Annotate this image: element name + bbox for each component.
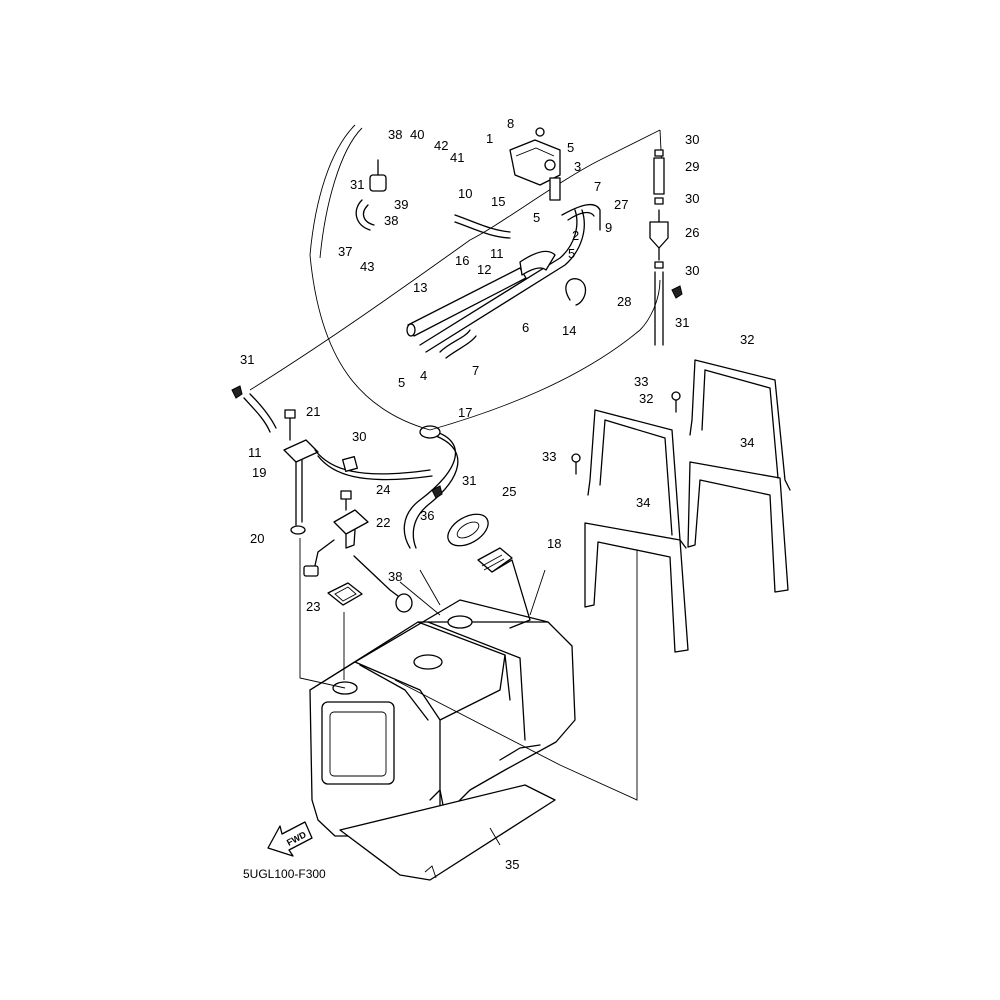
callout-7: 7 xyxy=(472,363,479,378)
tank-band-32-front xyxy=(587,409,687,549)
callout-6: 6 xyxy=(522,320,529,335)
callout-28: 28 xyxy=(617,294,631,309)
clip-31-mid xyxy=(431,485,443,499)
hose-10 xyxy=(454,214,511,239)
tank-band-34-rear xyxy=(687,461,789,593)
callout-38: 38 xyxy=(384,213,398,228)
tank-mat xyxy=(339,784,556,881)
callout-30: 30 xyxy=(685,263,699,278)
valve-39 xyxy=(369,159,387,192)
pipe-13 xyxy=(406,267,527,337)
callout-24: 24 xyxy=(376,482,390,497)
callout-30: 30 xyxy=(685,132,699,147)
clamp-14 xyxy=(565,278,587,306)
callout-22: 22 xyxy=(376,515,390,530)
callout-4: 4 xyxy=(420,368,427,383)
callout-21: 21 xyxy=(306,404,320,419)
gasket-23 xyxy=(327,582,363,606)
tube-29 xyxy=(653,149,665,269)
callout-33: 33 xyxy=(542,449,556,464)
callout-32: 32 xyxy=(740,332,754,347)
callout-14: 14 xyxy=(562,323,576,338)
callout-11: 11 xyxy=(490,246,504,261)
hose-36 xyxy=(403,429,459,549)
hose-lower-4 xyxy=(439,329,477,359)
hose-30-left xyxy=(314,449,433,481)
hose-right xyxy=(561,203,601,231)
hose-37 xyxy=(355,199,375,231)
callout-12: 12 xyxy=(477,262,491,277)
callout-17: 17 xyxy=(458,405,472,420)
bolt-33-lower xyxy=(571,453,581,475)
callout-13: 13 xyxy=(413,280,427,295)
callout-10: 10 xyxy=(458,186,472,201)
fuel-tank xyxy=(309,547,576,837)
callout-29: 29 xyxy=(685,159,699,174)
callout-25: 25 xyxy=(502,484,516,499)
callout-40: 40 xyxy=(410,127,424,142)
callout-33: 33 xyxy=(634,374,648,389)
bolt-33-upper xyxy=(671,391,681,413)
callout-37: 37 xyxy=(338,244,352,259)
hose-28 xyxy=(654,271,664,346)
callout-31: 31 xyxy=(675,315,689,330)
callout-41: 41 xyxy=(450,150,464,165)
callout-11: 11 xyxy=(248,445,262,460)
callout-23: 23 xyxy=(306,599,320,614)
callout-31: 31 xyxy=(462,473,476,488)
callout-35: 35 xyxy=(505,857,519,872)
clip-31-right xyxy=(671,285,683,299)
callout-18: 18 xyxy=(547,536,561,551)
fuel-cap-25 xyxy=(447,513,489,547)
callout-19: 19 xyxy=(252,465,266,480)
callout-34: 34 xyxy=(740,435,754,450)
callout-30: 30 xyxy=(685,191,699,206)
callout-26: 26 xyxy=(685,225,699,240)
callout-27: 27 xyxy=(614,197,628,212)
callout-36: 36 xyxy=(420,508,434,523)
leader-lines xyxy=(299,538,638,846)
callout-31: 31 xyxy=(240,352,254,367)
hose-left-11 xyxy=(243,393,277,433)
callouts: 1 2 3 4 5 5 5 5 6 7 7 8 9 10 11 11 12 13… xyxy=(240,116,754,872)
tank-band-34-front xyxy=(584,522,689,653)
callout-30: 30 xyxy=(352,429,366,444)
tank-band-32-rear xyxy=(689,359,791,491)
diagram-code: 5UGL100-F300 xyxy=(243,867,326,881)
callout-5: 5 xyxy=(398,375,405,390)
callout-43: 43 xyxy=(360,259,374,274)
long-breather-hose xyxy=(249,124,663,431)
fwd-arrow-icon: FWD xyxy=(267,821,313,857)
callout-3: 3 xyxy=(574,159,581,174)
callout-2: 2 xyxy=(572,228,579,243)
callout-16: 16 xyxy=(455,253,469,268)
fuel-sender-unit xyxy=(283,409,319,535)
callout-38: 38 xyxy=(388,569,402,584)
callout-32: 32 xyxy=(639,391,653,406)
callout-34: 34 xyxy=(636,495,650,510)
fuel-pump-1 xyxy=(509,127,561,186)
callout-39: 39 xyxy=(394,197,408,212)
callout-31: 31 xyxy=(350,177,364,192)
joint-3 xyxy=(549,177,561,201)
level-sensor xyxy=(303,490,413,613)
callout-38: 38 xyxy=(388,127,402,142)
callout-9: 9 xyxy=(605,220,612,235)
callout-42: 42 xyxy=(434,138,448,153)
callout-1: 1 xyxy=(486,131,493,146)
callout-8: 8 xyxy=(507,116,514,131)
hose-12 xyxy=(519,250,556,276)
callout-5: 5 xyxy=(567,140,574,155)
callout-5: 5 xyxy=(533,210,540,225)
fuel-filter-26 xyxy=(649,209,669,261)
callout-15: 15 xyxy=(491,194,505,209)
callout-20: 20 xyxy=(250,531,264,546)
clip-31-left xyxy=(231,385,243,399)
callout-5: 5 xyxy=(568,246,575,261)
callout-7: 7 xyxy=(594,179,601,194)
